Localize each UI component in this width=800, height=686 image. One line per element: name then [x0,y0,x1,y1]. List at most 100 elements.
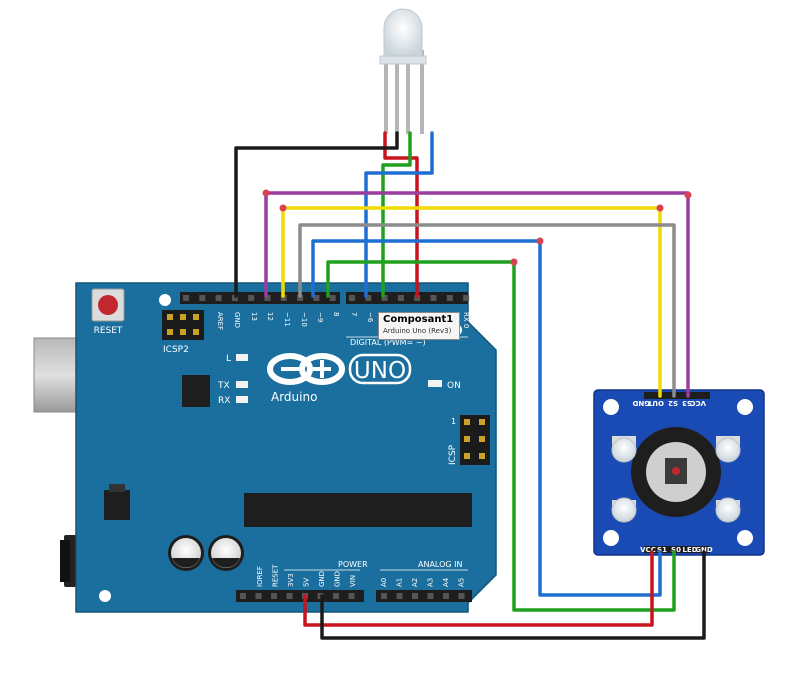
analog-pin-label: A1 [396,578,404,587]
header-pin-hole [463,295,470,301]
header-pin-hole [446,295,453,301]
wires [234,131,706,640]
header-pin-hole [240,593,246,599]
icsp2-header [162,310,204,340]
led-l-label: L [226,354,231,364]
rgb-led [379,8,427,134]
power-pin-label: GND [334,571,342,587]
header-pin-hole [297,295,304,301]
power-pin-label: GND [318,571,326,587]
header-pin-hole [443,593,449,599]
header-pin-hole [183,295,189,301]
led-on-label: ON [447,381,461,391]
capacitor-2 [208,535,244,571]
top-pin-label: 8 [332,312,340,316]
sensor-top-pin-label: S3 [682,399,692,407]
icsp-pin1-label: 1 [451,417,456,426]
usb-chip [182,375,210,407]
arduino-logo-icon [267,353,345,385]
analog-pin-label: A5 [458,578,466,587]
wire-yellow [281,206,662,398]
white-led-3 [611,497,637,523]
sensor-top-pin-label: S2 [668,399,678,407]
led-rx [236,396,248,403]
led-rx-label: RX [218,396,230,406]
power-pin-label: VIN [349,575,357,587]
power-pin-label: 3V3 [287,573,295,587]
header-pin-hole [286,593,293,599]
analog-in-label: ANALOG IN [418,560,463,569]
wire-led-green [381,131,412,298]
header-pin-hole [199,295,206,301]
wire-endpoints [262,189,692,266]
analog-pin-label: A0 [380,578,388,587]
sensor-bottom-pin-label: GND [695,546,713,554]
wire-5v-red [303,550,654,627]
analog-header [376,590,472,602]
header-pin-hole [365,295,372,301]
wire-green-s1 [326,260,676,612]
power-pin-label: IOREF [256,566,264,587]
tooltip-subtitle: Arduino Uno (Rev3) [383,327,452,335]
header-pin-hole [329,295,336,301]
reset-label: RESET [94,326,123,336]
header-pin-hole [348,593,355,599]
header-pin-hole [397,295,404,301]
wire-blue-s0 [311,239,662,597]
icsp-header [460,415,490,465]
wire-led-black [234,131,399,298]
header-pin-hole [396,593,403,599]
capacitor-1 [168,535,204,571]
top-pin-label: AREF [216,312,224,330]
wire-gnd-black [320,550,706,640]
header-pin-hole [333,593,339,599]
header-pin-hole [427,593,434,599]
top-pin-label: GND [233,312,241,328]
sensor-top-pin-label: VCC [690,399,706,407]
digital-header-right [346,292,468,304]
header-pin-hole [231,295,238,301]
sensor-bottom-pin-label: LED [682,546,697,554]
sensor-top-pin-label: GND [632,399,650,407]
white-led-4 [715,497,741,523]
wire-led-red [383,131,419,298]
white-led-1 [611,436,637,463]
analog-pin-label: A2 [411,578,419,587]
sensor-bottom-pin-label: S1 [657,546,667,554]
header-pin-hole [412,593,418,599]
sensor-bottom-pin-label: VCC [640,546,656,554]
top-pin-label: ~6 [366,312,374,323]
uno-logo-text: UNO [354,358,406,384]
header-pin-hole [255,593,262,599]
component-tooltip: Composant1 Arduino Uno (Rev3) [378,312,460,340]
top-pin-label: ~11 [283,312,291,327]
header-pin-hole [271,593,277,599]
header-pin-hole [458,593,465,599]
analog-pin-label: A4 [442,577,450,587]
header-pin-hole [414,295,421,301]
sensor-bottom-pin-label: S0 [671,546,681,554]
white-led-2 [715,436,741,463]
power-pin-label: RESET [272,564,280,587]
top-pin-label: 12 [266,312,274,321]
digital-pwm-label: DIGITAL (PWM= ~) [350,338,426,347]
top-pin-label: RX 0 [462,312,470,328]
header-pin-hole [215,295,222,301]
uno-logo-box [348,353,412,385]
reset-button-cap[interactable] [98,295,118,315]
header-pin-hole [280,295,287,301]
header-pin-hole [381,593,387,599]
icsp-label: ICSP [448,444,458,465]
led-tx-label: TX [217,381,230,391]
wire-purple [264,191,690,398]
header-pin-hole [381,295,388,301]
header-pin-hole [430,295,437,301]
led-tx [236,381,248,388]
led-on [428,380,442,387]
wire-led-blue [364,131,434,298]
sensor-top-pin-label: OUT [647,399,664,407]
power-header [236,590,364,602]
power-label: POWER [338,560,368,569]
